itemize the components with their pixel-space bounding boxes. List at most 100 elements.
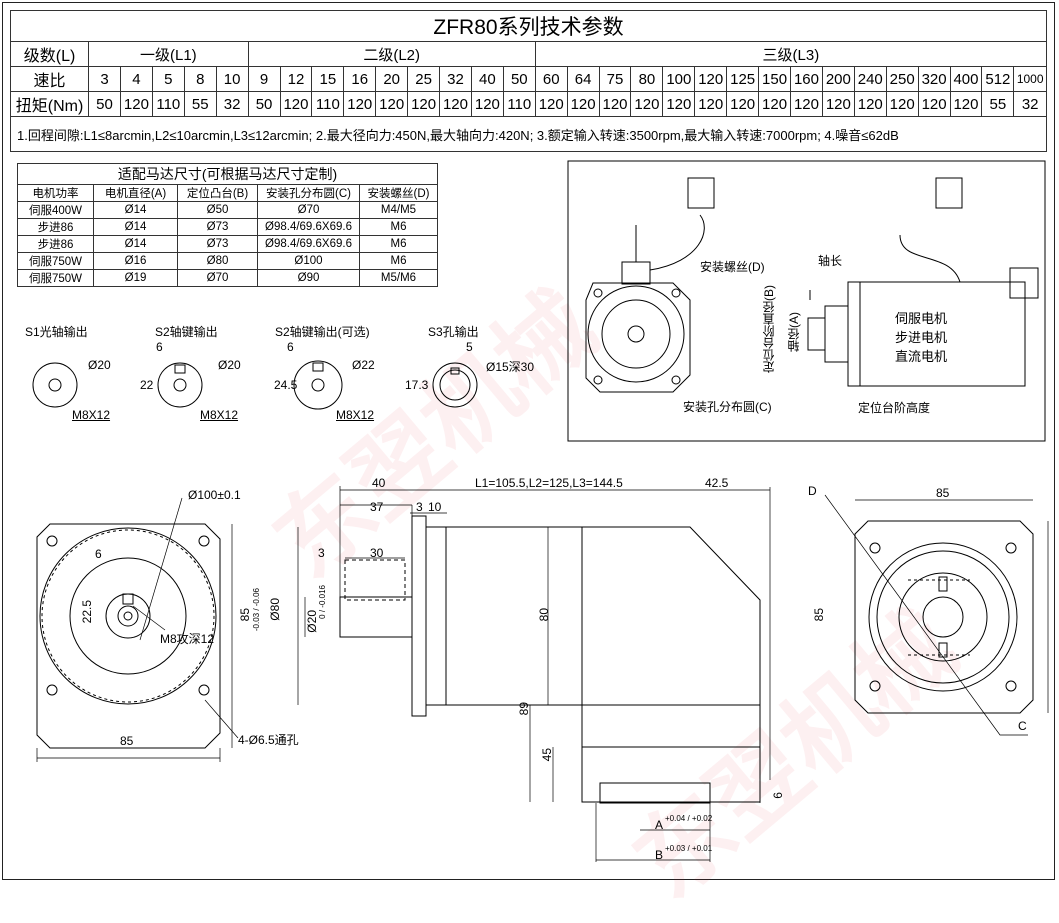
ratio-cell: 16 — [343, 66, 377, 92]
motor-table: 适配马达尺寸(可根据马达尺寸定制) 电机功率电机直径(A)定位凸台(B)安装孔分… — [16, 163, 439, 287]
ratio-cell: 400 — [949, 66, 983, 92]
motor-cell: Ø80 — [177, 252, 258, 270]
torque-cell: 120 — [343, 91, 377, 117]
ratio-cell: 64 — [566, 66, 600, 92]
dim-20-tol: 0 / -0.016 — [318, 585, 327, 619]
ratio-cell: 20 — [375, 66, 409, 92]
dim-A-tol: +0.04 / +0.02 — [665, 814, 713, 823]
motor-header-cell: 安装孔分布圆(C) — [257, 184, 360, 202]
torque-cell: 120 — [375, 91, 409, 117]
dim-80-tol: -0.03 / -0.06 — [252, 588, 261, 632]
torque-cell: 120 — [439, 91, 472, 117]
motor-cell: Ø14 — [93, 201, 178, 219]
motor-diagram-box — [567, 160, 1046, 442]
shaft-length-label: 轴长 — [818, 254, 843, 268]
s2b-height: 24.5 — [274, 378, 298, 392]
s2-dia: Ø20 — [218, 358, 241, 372]
dim-42-5: 42.5 — [705, 476, 729, 490]
main-side-view — [339, 515, 761, 804]
s3-title: S3孔输出 — [428, 325, 479, 339]
dim-6: 6 — [771, 792, 785, 799]
mounting-holes: 4-Ø6.5通孔 — [238, 733, 299, 747]
spec-note: 1.回程间隙:L1≤8arcmin,L2≤10arcmin,L3≤12arcmi… — [10, 116, 1047, 152]
motor-cell: Ø14 — [93, 218, 178, 236]
s1-tap: M8X12 — [72, 408, 111, 422]
ratio-cell: 80 — [630, 66, 664, 92]
dim-B: B — [655, 848, 664, 862]
dim-B-tol: +0.03 / +0.01 — [665, 844, 713, 853]
ratio-cell: 250 — [885, 66, 919, 92]
boss-height-label: 定位台阶高度 — [858, 401, 931, 415]
dim-3b: 3 — [318, 546, 325, 560]
dim-45: 45 — [540, 748, 554, 762]
torque-cell: 50 — [88, 91, 121, 117]
s2-tap: M8X12 — [200, 408, 239, 422]
s3-hole: Ø15深30 — [486, 360, 535, 374]
motor-type-3: 直流电机 — [895, 349, 948, 364]
ratio-cell: 150 — [758, 66, 791, 92]
torque-cell: 55 — [981, 91, 1015, 117]
torque-cell: 110 — [151, 91, 185, 117]
s3-key: 5 — [466, 340, 473, 354]
torque-cell: 110 — [311, 91, 345, 117]
torque-cell: 50 — [247, 91, 281, 117]
label-D: D — [808, 484, 817, 498]
shaft-option-s3 — [432, 362, 478, 408]
boss-dia-label: 定位台阶直径(B) — [762, 285, 776, 373]
dim-10: 10 — [428, 500, 442, 514]
ratio-cell: 15 — [311, 66, 345, 92]
ratio-cell: 12 — [279, 66, 313, 92]
s2b-key: 6 — [287, 340, 294, 354]
motor-cell: M4/M5 — [358, 201, 439, 219]
front-height-85: 85 — [238, 608, 252, 622]
motor-type-2: 步进电机 — [895, 330, 948, 345]
motor-cell: Ø90 — [257, 269, 360, 287]
s2b-dia: Ø22 — [352, 358, 375, 372]
torque-cell: 32 — [1013, 91, 1047, 117]
torque-cell: 120 — [470, 91, 504, 117]
end-width-85: 85 — [936, 486, 950, 500]
dim-89: 89 — [517, 702, 531, 716]
motor-cell: Ø98.4/69.6X69.6 — [257, 218, 360, 236]
torque-cell: 120 — [885, 91, 919, 117]
level-header: 级数(L) — [9, 41, 90, 67]
motor-cell: 步进86 — [17, 235, 94, 253]
dim-3: 3 — [416, 500, 423, 514]
s2b-tap: M8X12 — [336, 408, 375, 422]
label-C: C — [1018, 719, 1027, 733]
end-height-85: 85 — [812, 608, 826, 622]
ratio-cell: 60 — [534, 66, 568, 92]
motor-side-view — [807, 177, 1039, 387]
flange-pcd: Ø100±0.1 — [188, 488, 241, 502]
motor-front-view — [585, 177, 715, 393]
motor-cell: 伺服750W — [17, 252, 94, 270]
s2-key: 6 — [156, 340, 163, 354]
s1-title: S1光轴输出 — [25, 325, 88, 339]
ratio-cell: 75 — [598, 66, 632, 92]
dim-20-dia: Ø20 — [305, 610, 319, 633]
ratio-cell: 4 — [119, 66, 153, 92]
center-tap: M8攻深12 — [160, 632, 215, 646]
torque-header: 扭矩(Nm) — [9, 91, 90, 117]
ratio-cell: 100 — [662, 66, 696, 92]
dim-L: L1=105.5,L2=125,L3=144.5 — [475, 476, 623, 490]
motor-cell: Ø70 — [177, 269, 258, 287]
dim-30: 30 — [370, 546, 384, 560]
motor-type-1: 伺服电机 — [895, 311, 948, 326]
torque-cell: 120 — [790, 91, 823, 117]
motor-cell: M6 — [358, 218, 439, 236]
ratio-cell: 10 — [215, 66, 249, 92]
s2b-title: S2轴键输出(可选) — [275, 325, 370, 339]
dim-80: 80 — [537, 608, 551, 622]
screw-label: 安装螺丝(D) — [700, 260, 765, 274]
dim-A: A — [655, 818, 664, 832]
dim-40: 40 — [372, 476, 386, 490]
main-front-view — [36, 523, 221, 749]
shaft-option-s2 — [157, 362, 203, 408]
motor-cell: Ø19 — [93, 269, 178, 287]
motor-cell: M5/M6 — [358, 269, 439, 287]
front-key-width: 6 — [95, 547, 102, 561]
dim-37: 37 — [370, 500, 384, 514]
